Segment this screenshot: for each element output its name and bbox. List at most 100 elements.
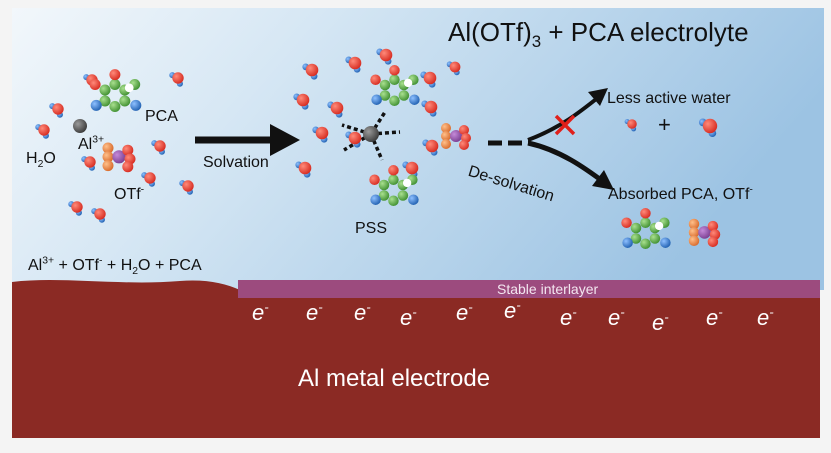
electron-symbol: e-: [504, 298, 521, 324]
electron-charge: -: [318, 299, 323, 315]
pca-molecule: [369, 165, 419, 206]
title-subscript: 3: [531, 32, 542, 52]
water-molecule: [302, 63, 319, 80]
electron-symbol: e-: [456, 300, 473, 326]
absorbed-charge: -: [749, 184, 753, 196]
electron-charge: -: [620, 304, 625, 320]
electron-symbol: e-: [608, 305, 625, 331]
electron-symbol: e-: [400, 305, 417, 331]
electron-symbol: e-: [252, 300, 269, 326]
al-metal-electrode: [12, 280, 820, 438]
electron-charge: -: [412, 304, 417, 320]
electron-charge: -: [718, 304, 723, 320]
water-molecule: [293, 93, 310, 110]
electron-letter: e: [456, 300, 469, 325]
electron-letter: e: [608, 305, 621, 330]
al-ion: [363, 126, 379, 142]
water-molecule: [151, 140, 166, 155]
label-h2o: H2O: [26, 150, 56, 171]
comp-otf-charge: -: [99, 255, 103, 267]
label-pca: PCA: [145, 108, 178, 125]
electron-charge: -: [516, 297, 521, 313]
title-main: Al(OTf): [448, 17, 532, 47]
comp-al: Al: [28, 257, 43, 274]
otf-molecule: [102, 142, 136, 173]
water-molecule: [446, 61, 461, 76]
al-ion: [73, 119, 87, 133]
pca-molecule: [370, 65, 420, 106]
water-molecule: [179, 180, 194, 195]
label-electrode: Al metal electrode: [298, 365, 491, 392]
h2o-o: O: [43, 150, 56, 167]
diagram-title: Al(OTf)3 + PCA electrolyte: [448, 17, 749, 52]
label-al-ion: Al3+: [78, 134, 105, 154]
al-text: Al: [78, 136, 93, 153]
otf-molecule: [688, 218, 721, 248]
electron-letter: e: [706, 305, 719, 330]
comp-h2o-subscript: 2: [132, 266, 139, 278]
label-otf: OTf-: [114, 184, 145, 204]
arrow-to-water-head: [588, 88, 608, 106]
water-molecule: [35, 124, 50, 139]
electron-charge: -: [572, 304, 577, 320]
electron-letter: e: [504, 298, 517, 323]
electron-letter: e: [652, 310, 665, 335]
electron-letter: e: [306, 300, 319, 325]
electron-letter: e: [560, 305, 573, 330]
water-molecule: [68, 201, 83, 216]
absorbed-text: Absorbed PCA, OTf: [608, 186, 750, 203]
electron-symbol: e-: [652, 310, 669, 336]
arrow-to-pca-head: [592, 170, 614, 190]
label-less-active-water: Less active water: [607, 90, 731, 107]
otf-molecule: [441, 123, 471, 150]
molecules-layer: [35, 48, 721, 249]
electron-symbol: e-: [560, 305, 577, 331]
otf-charge: -: [140, 184, 145, 196]
water-molecule: [81, 156, 96, 171]
electrolyte-region: [12, 8, 824, 290]
stable-interlayer: [238, 280, 820, 298]
label-solvation: Solvation: [203, 154, 269, 171]
water-molecule: [141, 172, 156, 187]
water-molecule: [295, 161, 312, 178]
h2o-h: H: [26, 150, 38, 167]
comp-al-charge: 3+: [42, 255, 55, 267]
label-stable-interlayer: Stable interlayer: [497, 281, 599, 297]
water-molecule: [624, 119, 637, 132]
water-molecule: [422, 139, 439, 156]
electron-letter: e: [252, 300, 265, 325]
label-plus: +: [658, 112, 671, 137]
water-molecule: [49, 103, 64, 118]
water-molecule: [421, 100, 438, 117]
electron-charge: -: [264, 299, 269, 315]
al-charge: 3+: [92, 134, 105, 146]
electron-charge: -: [769, 304, 774, 320]
h2o-subscript: 2: [37, 159, 44, 171]
water-molecule: [376, 48, 393, 65]
electron-letter: e: [757, 305, 770, 330]
comp-otf: + OTf: [54, 257, 99, 274]
pca-molecule: [621, 208, 671, 249]
water-molecule: [169, 72, 184, 87]
water-molecule: [91, 208, 106, 223]
electron-symbol: e-: [706, 305, 723, 331]
electron-symbol: e-: [757, 305, 774, 331]
water-molecule: [327, 101, 344, 118]
comp-rest: O + PCA: [138, 257, 202, 274]
title-rest: + PCA electrolyte: [541, 17, 749, 47]
electron-letter: e: [400, 305, 413, 330]
electron-symbol: e-: [354, 300, 371, 326]
water-molecule: [345, 56, 362, 73]
water-molecule: [312, 126, 329, 143]
comp-h: + H: [102, 257, 133, 274]
pca-molecule: [89, 69, 142, 112]
reject-cross: [554, 114, 576, 136]
water-molecule: [345, 131, 362, 148]
electron-symbol: e-: [306, 300, 323, 326]
label-absorbed: Absorbed PCA, OTf-: [608, 184, 753, 204]
water-molecule: [698, 118, 718, 138]
label-pss: PSS: [355, 220, 388, 237]
water-molecule: [420, 71, 437, 88]
